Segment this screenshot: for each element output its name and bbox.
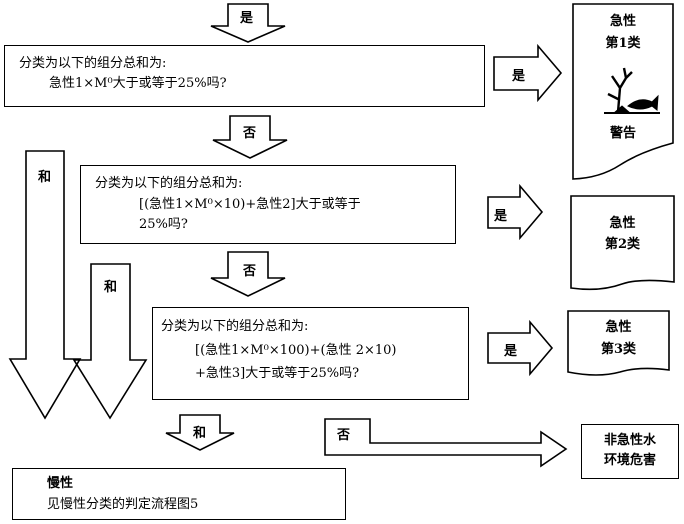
yes-arrow-2	[487, 183, 544, 241]
decision-1-line2: 急性1×M⁰大于或等于25%吗?	[49, 76, 227, 91]
decision-2-line3: 25%吗?	[139, 217, 188, 232]
no-label-3: 否	[337, 428, 351, 443]
not-hazard-line2: 环境危害	[603, 453, 656, 468]
decision-1-line1: 分类为以下的组分总和为:	[19, 56, 167, 71]
no-arrow-2	[210, 251, 286, 297]
yes-arrow-3	[487, 319, 554, 377]
yes-label-1: 是	[512, 69, 526, 84]
decision-3-line3: +急性3]大于或等于25%吗?	[195, 366, 360, 381]
decision-2-line2: [(急性1×M⁰×10)+急性2]大于或等于	[139, 197, 361, 212]
cat2-box	[570, 195, 675, 291]
decision-3-line1: 分类为以下的组分总和为:	[161, 319, 309, 334]
yes-label-3: 是	[504, 344, 518, 359]
chronic-note: 见慢性分类的判定流程图5	[47, 497, 199, 512]
cat3-line1: 急性	[605, 320, 632, 335]
no-label-1: 否	[243, 126, 257, 141]
top-down-arrow	[210, 3, 286, 43]
cat1-line1: 急性	[609, 14, 636, 29]
decision-3-line2: [(急性1×M⁰×100)+(急性 2×10)	[195, 343, 397, 358]
no-arrow-1	[212, 115, 288, 159]
and-label-2: 和	[104, 280, 118, 295]
cat1-line2: 第1类	[605, 36, 641, 51]
cat3-line2: 第3类	[600, 342, 637, 357]
decision-box-2: 分类为以下的组分总和为: [(急性1×M⁰×10)+急性2]大于或等于 25%吗…	[80, 165, 456, 244]
decision-box-1: 分类为以下的组分总和为: 急性1×M⁰大于或等于25%吗?	[4, 45, 485, 107]
no-label-2: 否	[243, 264, 257, 279]
not-hazard-line1: 非急性水	[603, 433, 656, 448]
chronic-title: 慢性	[47, 476, 74, 491]
environment-hazard-icon	[604, 67, 660, 114]
no-arrow-3	[324, 418, 568, 468]
yes-label-2: 是	[494, 209, 508, 224]
chronic-box: 慢性 见慢性分类的判定流程图5	[12, 468, 346, 520]
decision-box-3: 分类为以下的组分总和为: [(急性1×M⁰×100)+(急性 2×10) +急性…	[152, 307, 469, 400]
cat2-line2: 第2类	[604, 237, 641, 252]
and-arrow-2	[72, 263, 148, 420]
top-yes-label: 是	[240, 11, 254, 26]
and-arrow-3	[165, 414, 235, 451]
not-hazard-box: 非急性水 环境危害	[581, 424, 679, 479]
cat1-box	[572, 3, 674, 180]
yes-arrow-1	[493, 43, 563, 103]
and-label-3: 和	[193, 426, 207, 441]
cat3-box	[567, 310, 670, 376]
cat1-signal-word: 警告	[609, 126, 636, 141]
decision-2-line1: 分类为以下的组分总和为:	[95, 176, 243, 191]
and-arrow-1	[8, 150, 82, 420]
cat2-line1: 急性	[609, 216, 636, 231]
and-label-1: 和	[38, 170, 52, 185]
